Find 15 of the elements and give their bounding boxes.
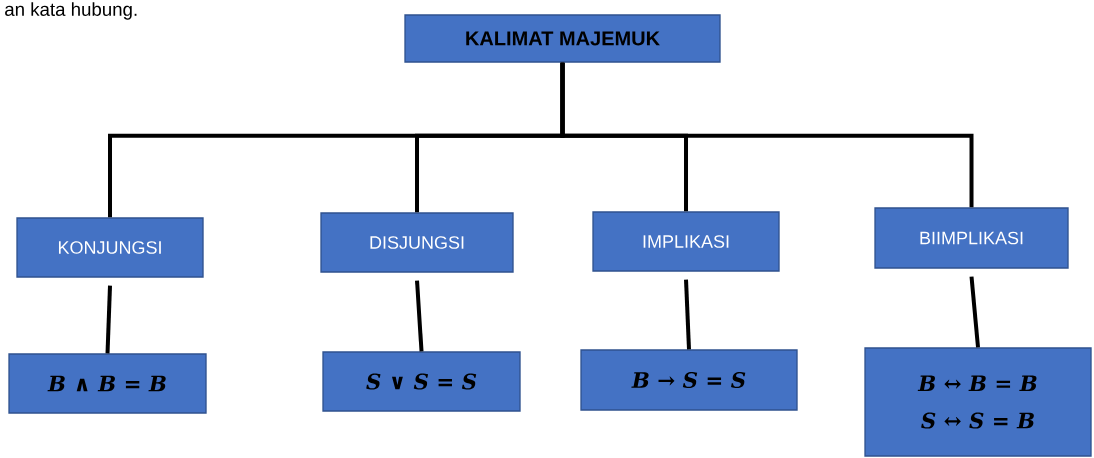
connector-line xyxy=(969,276,980,348)
note-text: an kata hubung. xyxy=(5,2,137,20)
connector-line xyxy=(560,62,974,208)
connector-line xyxy=(415,280,424,352)
connector-line xyxy=(105,285,112,354)
formula-box: B → S = S xyxy=(580,349,798,411)
formula-box: B ∧ B = B xyxy=(8,353,207,414)
category-box: IMPLIKASI xyxy=(592,211,780,272)
formula-box: B ↔ B = B S ↔ S = B xyxy=(864,347,1092,457)
connector-line xyxy=(684,279,691,350)
category-box: DISJUNGSI xyxy=(320,212,514,273)
title-box: KALIMAT MAJEMUK xyxy=(404,14,721,63)
category-box: BIIMPLIKASI xyxy=(874,207,1069,269)
formula-box: S ∨ S = S xyxy=(322,351,521,412)
category-box: KONJUNGSI xyxy=(16,217,204,278)
